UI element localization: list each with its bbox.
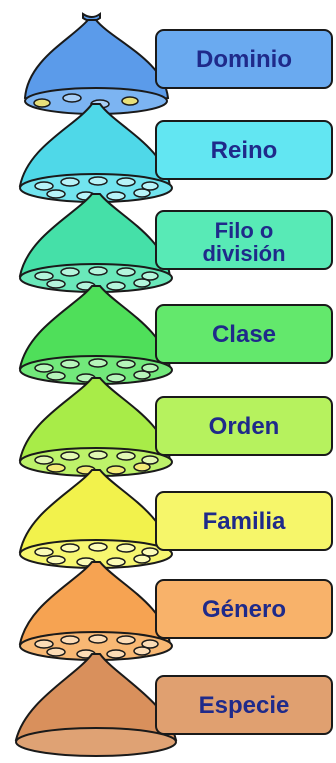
level-orden: Orden bbox=[18, 377, 333, 477]
label-reino: Reino bbox=[211, 137, 278, 164]
label-box-filo bbox=[155, 210, 333, 270]
base-especie bbox=[15, 727, 177, 757]
label-especie: Especie bbox=[199, 692, 290, 719]
hole bbox=[33, 98, 51, 108]
label-clase: Clase bbox=[212, 321, 276, 348]
label-filo-line1: Filo o bbox=[215, 218, 274, 243]
label-box-orden bbox=[155, 396, 333, 456]
hole bbox=[62, 93, 82, 103]
label-dominio: Dominio bbox=[196, 46, 292, 73]
label-box-dominio bbox=[155, 29, 333, 89]
label-genero: Género bbox=[202, 596, 286, 623]
level-familia: Familia bbox=[18, 469, 333, 569]
level-filo: Filo o división bbox=[18, 193, 333, 293]
label-box-especie bbox=[155, 675, 333, 735]
level-genero: Género bbox=[18, 561, 333, 661]
label-familia: Familia bbox=[203, 508, 286, 535]
level-reino: Reino bbox=[18, 103, 333, 203]
label-box-clase bbox=[155, 304, 333, 364]
level-clase: Clase bbox=[18, 285, 333, 385]
label-box-familia bbox=[155, 491, 333, 551]
level-dominio: Dominio bbox=[23, 19, 333, 115]
level-especie: Especie bbox=[14, 653, 333, 757]
label-filo-line2: división bbox=[202, 241, 285, 266]
hole bbox=[121, 96, 139, 106]
label-orden: Orden bbox=[209, 413, 280, 440]
label-box-reino bbox=[155, 120, 333, 180]
label-box-genero bbox=[155, 579, 333, 639]
